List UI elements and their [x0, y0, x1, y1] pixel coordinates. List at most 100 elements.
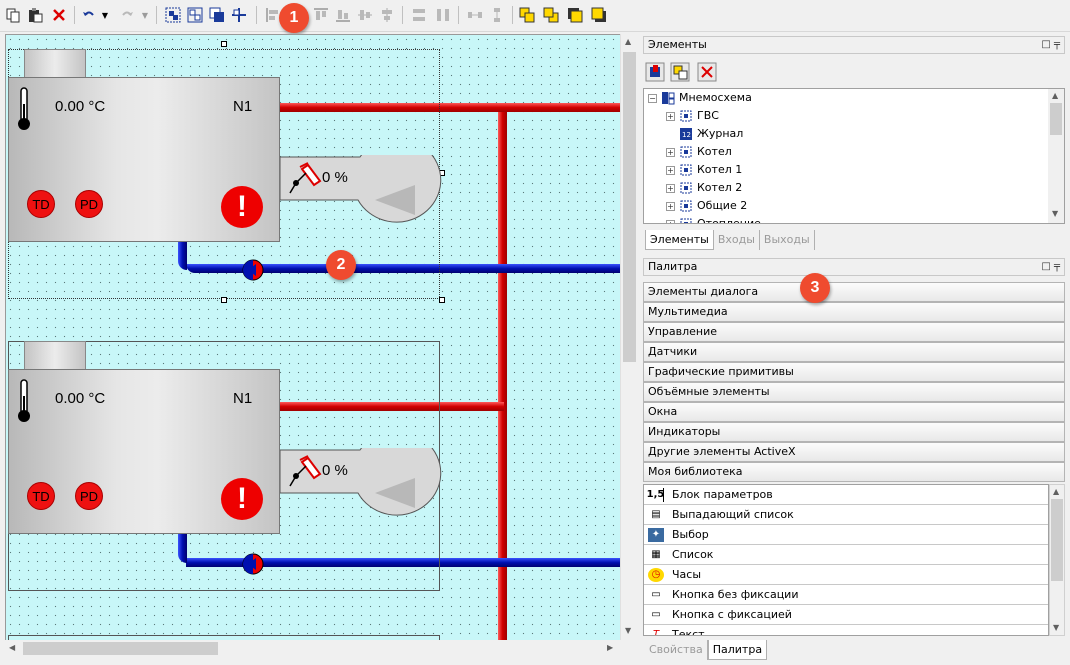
canvas-horizontal-scrollbar[interactable]: ◀ ▶ — [5, 640, 620, 657]
redo-dropdown-icon[interactable]: ▼ — [141, 10, 149, 20]
align-center-h-icon[interactable] — [356, 6, 374, 24]
group-icon[interactable] — [164, 6, 182, 24]
align-center-v-icon[interactable] — [378, 6, 396, 24]
undo-dropdown-icon[interactable]: ▼ — [101, 10, 109, 20]
dropdown-list-icon: ▤ — [651, 509, 661, 520]
hot-pipe-middle — [276, 402, 504, 411]
delete-icon[interactable] — [50, 6, 68, 24]
scroll-thumb[interactable] — [1051, 499, 1063, 581]
add-group-icon[interactable] — [670, 62, 690, 82]
pd-indicator[interactable]: PD — [75, 190, 103, 218]
canvas-vertical-scrollbar[interactable]: ▲ ▼ — [620, 34, 637, 640]
boiler-unit-3-frame[interactable] — [8, 635, 440, 640]
palette-item[interactable]: ✦Выбор — [644, 525, 1048, 545]
distribute-h-icon[interactable] — [466, 6, 484, 24]
tree-item[interactable]: +Общие 2 — [666, 199, 748, 212]
tree-item[interactable]: +Котел 2 — [666, 181, 743, 195]
add-element-icon[interactable] — [645, 62, 665, 82]
layer-1-icon[interactable] — [518, 6, 536, 24]
group-node-icon — [679, 145, 693, 159]
send-back-icon[interactable] — [230, 6, 248, 24]
undo-icon[interactable] — [80, 6, 98, 24]
tab-palette[interactable]: Палитра — [707, 640, 768, 660]
bring-front-icon[interactable] — [208, 6, 226, 24]
tab-inputs[interactable]: Входы — [714, 230, 760, 250]
resize-handle[interactable] — [221, 41, 227, 47]
redo-icon[interactable] — [118, 6, 136, 24]
text-icon: T — [652, 629, 660, 636]
pd-indicator[interactable]: PD — [75, 482, 103, 510]
tree-item[interactable]: +Котел — [666, 145, 732, 159]
palette-group[interactable]: Другие элементы ActiveX — [643, 442, 1065, 462]
palette-group[interactable]: Графические примитивы — [643, 362, 1065, 382]
chimney — [24, 49, 86, 81]
scroll-thumb[interactable] — [23, 642, 218, 655]
tree-scrollbar[interactable]: ▲ ▼ — [1048, 89, 1064, 223]
palette-panel-header: Палитра □ ╤ — [643, 258, 1065, 276]
palette-item[interactable]: ▤Выпадающий список — [644, 505, 1048, 525]
td-indicator[interactable]: TD — [27, 482, 55, 510]
boiler-body-1[interactable]: 0.00 °C N1 TD PD ! — [8, 77, 280, 242]
tree-item[interactable]: +ГВС — [666, 109, 719, 122]
alarm-icon[interactable]: ! — [221, 186, 263, 228]
palette-item[interactable]: ▭Кнопка без фиксации — [644, 585, 1048, 605]
palette-item[interactable]: ◷Часы — [644, 565, 1048, 585]
space-evenly-icon[interactable] — [434, 6, 452, 24]
resize-handle[interactable] — [221, 297, 227, 303]
tab-elements[interactable]: Элементы — [645, 230, 714, 250]
palette-group[interactable]: Окна — [643, 402, 1065, 422]
same-size-icon[interactable] — [410, 6, 428, 24]
tab-properties[interactable]: Свойства — [645, 640, 708, 660]
palette-item[interactable]: ▭Кнопка с фиксацией — [644, 605, 1048, 625]
group-node-icon — [679, 181, 693, 195]
panel-pin-icon[interactable]: □ ╤ — [1041, 39, 1060, 50]
palette-group[interactable]: Моя библиотека — [643, 462, 1065, 482]
palette-item[interactable]: ▦Список — [644, 545, 1048, 565]
temperature-value: 0.00 °C — [55, 390, 106, 407]
pump-icon[interactable] — [242, 553, 264, 575]
palette-group[interactable]: Индикаторы — [643, 422, 1065, 442]
thermometer-icon — [18, 87, 30, 130]
palette-panel-title: Палитра — [648, 260, 698, 273]
resize-handle[interactable] — [439, 297, 445, 303]
copy-icon[interactable] — [4, 6, 22, 24]
fan-percent: 0 % — [322, 169, 348, 186]
scroll-thumb[interactable] — [623, 52, 636, 362]
ungroup-icon[interactable] — [186, 6, 204, 24]
tree-root[interactable]: − Мнемосхема — [648, 91, 752, 105]
fan-icon[interactable] — [280, 448, 442, 534]
palette-group[interactable]: Элементы диалога — [643, 282, 1065, 302]
align-top-icon[interactable] — [312, 6, 330, 24]
layer-3-icon[interactable] — [566, 6, 584, 24]
palette-group[interactable]: Объёмные элементы — [643, 382, 1065, 402]
td-indicator[interactable]: TD — [27, 190, 55, 218]
layer-2-icon[interactable] — [542, 6, 560, 24]
boiler-body-2[interactable]: 0.00 °C N1 TD PD ! — [8, 369, 280, 534]
palette-list-scrollbar[interactable]: ▲ ▼ — [1049, 484, 1065, 636]
palette-group[interactable]: Мультимедиа — [643, 302, 1065, 322]
tree-item[interactable]: +Отопление — [666, 215, 761, 223]
mnemonic-canvas[interactable]: 0.00 °C N1 TD PD ! 0 % 2 0.00 °C N1 TD P… — [5, 34, 620, 640]
distribute-v-icon[interactable] — [488, 6, 506, 24]
tree-item[interactable]: +Котел 1 — [666, 163, 743, 176]
fan-icon[interactable] — [280, 155, 442, 241]
burner-icon — [289, 455, 322, 487]
palette-group[interactable]: Датчики — [643, 342, 1065, 362]
remove-element-icon[interactable] — [697, 62, 717, 82]
scroll-thumb[interactable] — [1050, 103, 1062, 135]
tab-outputs[interactable]: Выходы — [760, 230, 815, 250]
hot-pipe-vertical — [498, 112, 507, 640]
align-bottom-icon[interactable] — [334, 6, 352, 24]
layer-4-icon[interactable] — [590, 6, 608, 24]
paste-icon[interactable] — [26, 6, 44, 24]
panel-pin-icon[interactable]: □ ╤ — [1041, 261, 1060, 272]
align-left-icon[interactable] — [264, 6, 282, 24]
palette-group[interactable]: Управление — [643, 322, 1065, 342]
alarm-icon[interactable]: ! — [221, 478, 263, 520]
pump-icon[interactable] — [242, 259, 264, 281]
